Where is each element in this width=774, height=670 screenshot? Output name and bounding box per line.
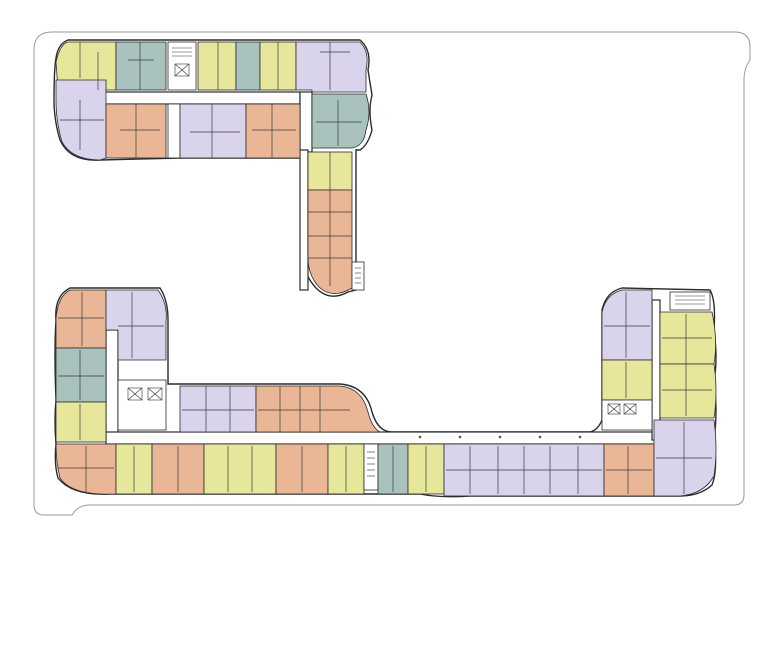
north-corridor-bend	[299, 91, 313, 153]
unit	[115, 41, 167, 91]
corridor-door-markers	[418, 435, 582, 439]
elevator-icon	[607, 403, 637, 415]
unit	[203, 443, 277, 495]
unit	[601, 289, 653, 361]
north-corridor-vertical	[299, 149, 309, 291]
interior-partitions	[58, 292, 712, 494]
stair-icon	[355, 267, 361, 284]
west-corridor	[105, 329, 119, 441]
unit	[601, 359, 653, 401]
unit	[55, 401, 107, 443]
unit	[311, 93, 370, 149]
unit	[179, 385, 257, 433]
unit	[105, 289, 167, 361]
stair-core	[363, 443, 379, 491]
elevator-core	[167, 41, 197, 91]
elevator-icon	[127, 387, 163, 401]
unit	[235, 41, 261, 91]
stair-core	[601, 399, 653, 431]
unit	[197, 41, 237, 91]
south-corridor	[105, 431, 657, 445]
unit	[295, 41, 368, 93]
unit	[55, 347, 107, 403]
unit	[255, 385, 381, 433]
north-corridor	[99, 91, 301, 105]
stair-icon	[675, 295, 705, 305]
interior-partitions	[60, 42, 362, 286]
unit	[179, 103, 247, 159]
north-wing	[53, 39, 373, 297]
stair-core	[167, 103, 181, 159]
unit	[659, 363, 717, 419]
stair-icon	[172, 47, 192, 77]
unit	[245, 103, 301, 159]
stair-icon	[367, 451, 375, 477]
east-corridor	[651, 299, 661, 441]
stair-core	[669, 291, 711, 311]
stair-core	[351, 261, 365, 291]
south-wing	[54, 287, 717, 498]
elevator-core	[117, 379, 167, 431]
unit	[55, 289, 107, 349]
